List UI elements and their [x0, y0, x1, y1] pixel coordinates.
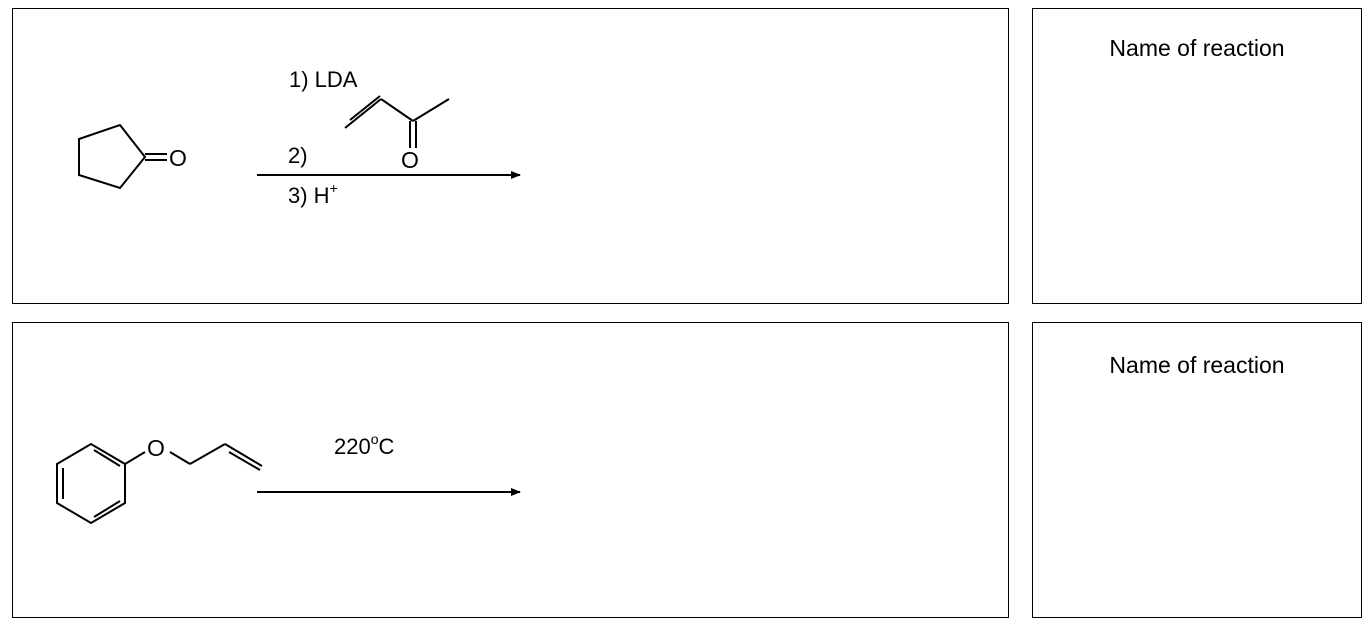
reaction-1-panel: [12, 8, 1009, 304]
reaction-1-name-label: Name of reaction: [1109, 35, 1285, 61]
reaction-2-panel: [12, 322, 1009, 618]
reaction-1-name-panel: Name of reaction: [1032, 8, 1362, 304]
reaction-2-name-label: Name of reaction: [1109, 352, 1285, 378]
reaction-2-name-panel: Name of reaction: [1032, 322, 1362, 618]
